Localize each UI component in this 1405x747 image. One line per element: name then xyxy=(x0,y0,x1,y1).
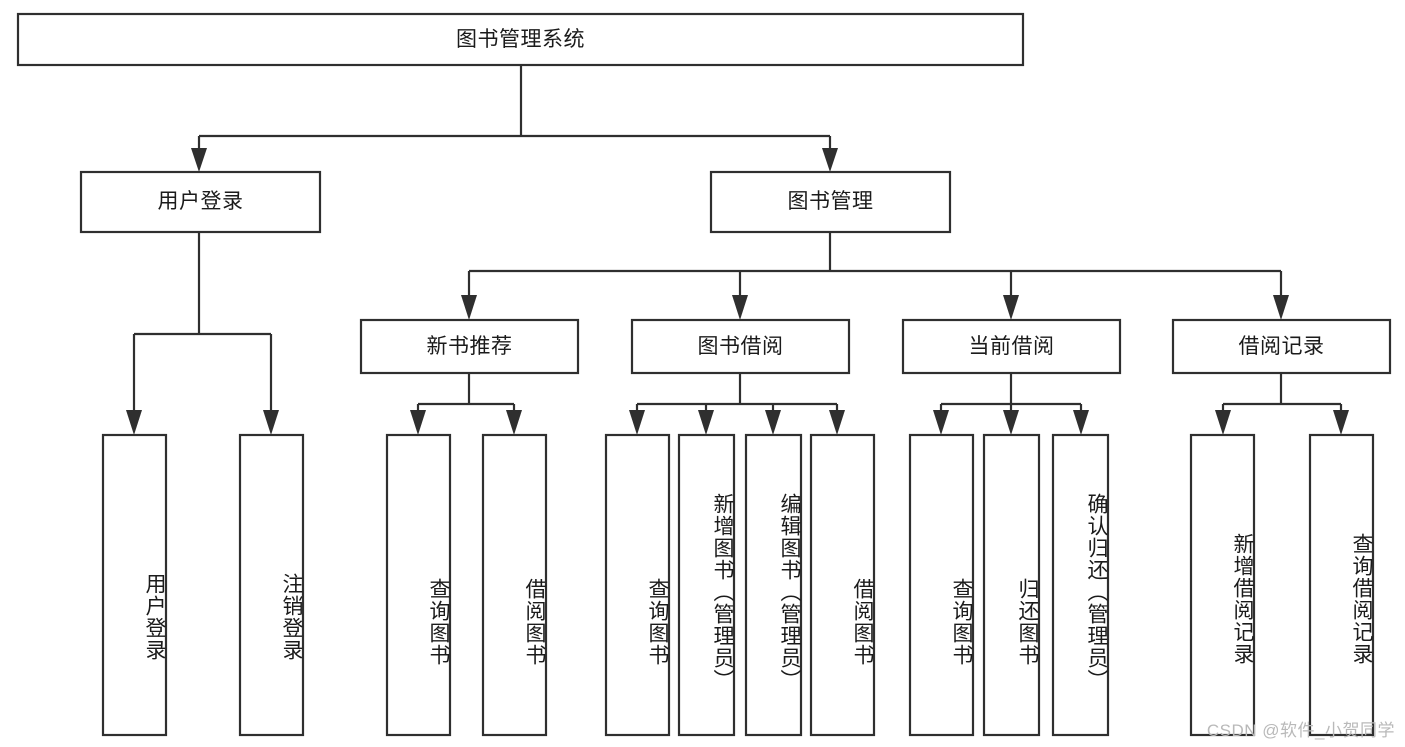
node-box-borrow-record xyxy=(1171,318,1392,375)
node-box-root xyxy=(16,12,1025,67)
node-box-leaf-return-book xyxy=(982,433,1041,737)
node-box-book-management xyxy=(709,170,952,234)
node-box-leaf-borrow-book-1 xyxy=(481,433,548,737)
node-box-leaf-edit-book-admin xyxy=(744,433,803,737)
node-box-leaf-user-login xyxy=(101,433,168,737)
node-box-leaf-add-book-admin xyxy=(677,433,736,737)
node-box-leaf-logout-login xyxy=(238,433,305,737)
node-box-leaf-query-borrow-rec xyxy=(1308,433,1375,737)
node-box-user-login xyxy=(79,170,322,234)
connector-current-borrow-to-leaves xyxy=(933,373,1089,435)
connector-new-book-recommend-to-leaves xyxy=(410,373,522,435)
node-box-leaf-confirm-return xyxy=(1051,433,1110,737)
node-box-leaf-query-book-3 xyxy=(908,433,975,737)
node-box-current-borrow xyxy=(901,318,1122,375)
connector-book-management-to-level3 xyxy=(461,232,1289,320)
connector-user-login-to-leaves xyxy=(126,232,279,435)
node-box-leaf-borrow-book-2 xyxy=(809,433,876,737)
node-box-leaf-query-book-1 xyxy=(385,433,452,737)
connector-book-borrow-to-leaves xyxy=(629,373,845,435)
connector-root-to-level2 xyxy=(191,65,838,172)
node-box-leaf-query-book-2 xyxy=(604,433,671,737)
connector-borrow-record-to-leaves xyxy=(1215,373,1349,435)
node-box-book-borrow xyxy=(630,318,851,375)
node-box-leaf-add-borrow-record xyxy=(1189,433,1256,737)
node-box-new-book-recommend xyxy=(359,318,580,375)
